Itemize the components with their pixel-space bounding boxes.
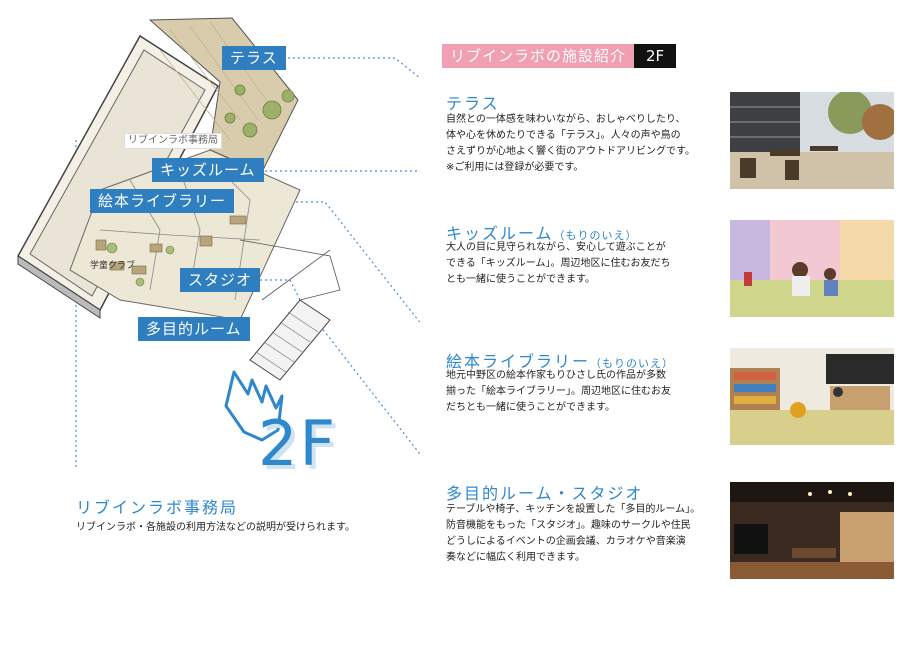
section-body-terrace: 自然との一体感を味わいながら、おしゃべりしたり、 体や心を休めたりできる「テラス… xyxy=(446,114,695,173)
plan-label-multi: 多目的ルーム xyxy=(138,317,250,341)
plan-label-office: リブインラボ事務局 xyxy=(124,133,222,149)
floor-plan-illustration xyxy=(17,17,420,470)
office-description: リブインラボ・各施設の利用方法などの説明が受けられます。 xyxy=(76,522,355,533)
photo-terrace xyxy=(730,92,894,189)
photo-library xyxy=(730,348,894,445)
section-title-multi: 多目的ルーム・スタジオ xyxy=(446,484,644,503)
hand-pointer-icon xyxy=(224,370,284,442)
header-floor-badge: 2F xyxy=(634,44,677,68)
section-title-kids: キッズルーム（もりのいえ） xyxy=(446,224,638,243)
section-title-library: 絵本ライブラリー（もりのいえ） xyxy=(446,352,675,371)
facility-header: リブインラボの施設紹介 2F xyxy=(442,44,677,68)
leader-lines xyxy=(75,57,420,470)
plan-label-studio: スタジオ xyxy=(180,268,261,292)
plan-label-library: 絵本ライブラリー xyxy=(90,189,235,213)
photo-studio xyxy=(730,482,894,579)
photo-kids-room xyxy=(730,220,894,317)
floor-number-large: 2F xyxy=(258,407,338,480)
section-body-library: 地元中野区の絵本作家もりひさし氏の作品が多数 揃った「絵本ライブラリー」。周辺地… xyxy=(446,370,671,413)
header-title: リブインラボの施設紹介 xyxy=(442,44,635,68)
section-title-terrace: テラス xyxy=(446,94,500,113)
section-body-kids: 大人の目に見守られながら、安心して遊ぶことが できる「キッズルーム」。周辺地区に… xyxy=(446,242,671,285)
office-title: リブインラボ事務局 xyxy=(76,498,239,517)
section-body-multi: テーブルや椅子、キッチンを設置した「多目的ルーム」。 防音機能をもった「スタジオ… xyxy=(446,504,701,563)
plan-label-kids: キッズルーム xyxy=(152,158,264,182)
plan-label-terrace: テラス xyxy=(222,46,286,70)
plan-label-classroom: 学童クラブ xyxy=(90,261,136,271)
